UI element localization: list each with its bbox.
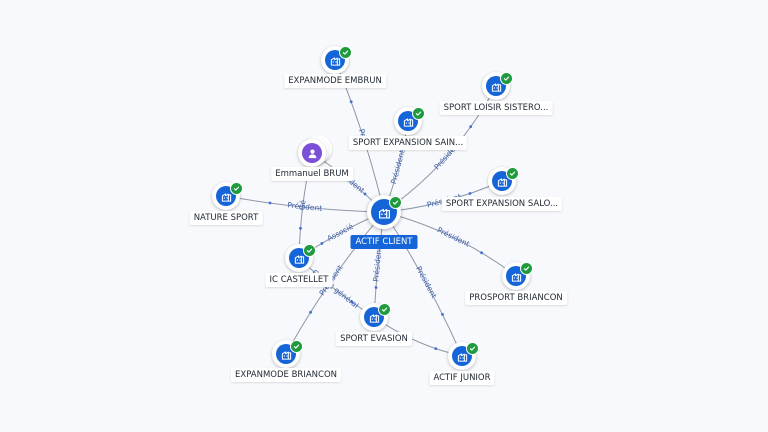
node-label[interactable]: SPORT EXPANSION SAIN... xyxy=(348,136,468,150)
building-icon xyxy=(457,352,467,362)
node-label[interactable]: SPORT EVASION xyxy=(336,332,412,346)
verified-badge xyxy=(506,167,519,180)
edge-label: Président xyxy=(389,149,407,185)
edge-actif-prosport xyxy=(383,211,517,277)
edge-arrow xyxy=(309,310,312,314)
edge-label: Président xyxy=(414,265,439,300)
node-label[interactable]: SPORT LOISIR SISTERO... xyxy=(439,101,553,115)
node-label[interactable]: PROSPORT BRIANCON xyxy=(465,291,567,305)
verified-badge xyxy=(303,244,316,257)
building-icon xyxy=(330,56,340,66)
edge-arrow xyxy=(480,251,483,255)
building-icon xyxy=(497,177,507,187)
edge-arrow xyxy=(299,226,302,230)
building-icon xyxy=(378,208,390,219)
edge-arrow xyxy=(441,313,444,316)
building-icon xyxy=(491,82,501,92)
checkmark-icon xyxy=(523,266,530,271)
verified-badge xyxy=(412,107,425,120)
node-label[interactable]: ACTIF JUNIOR xyxy=(429,371,495,385)
building-icon xyxy=(511,272,521,282)
checkmark-icon xyxy=(415,111,422,116)
person-icon xyxy=(308,149,316,158)
checkmark-icon xyxy=(342,50,349,55)
checkmark-icon xyxy=(293,344,300,349)
building-icon xyxy=(369,313,379,323)
verified-badge xyxy=(339,46,352,59)
verified-badge xyxy=(378,303,391,316)
edge-label: Président xyxy=(436,225,471,248)
edge-actif-junior xyxy=(383,211,463,357)
person-node-icon[interactable] xyxy=(298,139,326,167)
edge-label: Président xyxy=(287,200,323,212)
node-label[interactable]: Emmanuel BRUM xyxy=(271,167,353,181)
edge-label: Président xyxy=(371,246,383,282)
checkmark-icon xyxy=(469,346,476,351)
edge-arrow xyxy=(468,192,472,195)
verified-badge xyxy=(230,182,243,195)
verified-badge xyxy=(290,340,303,353)
verified-badge xyxy=(466,342,479,355)
edge-arrow xyxy=(268,201,272,205)
node-label[interactable]: IC CASTELLET xyxy=(265,273,333,287)
building-icon xyxy=(281,350,291,360)
verified-badge xyxy=(389,196,402,209)
center-node-label[interactable]: ACTIF CLIENT xyxy=(350,235,418,249)
checkmark-icon xyxy=(306,248,313,253)
node-label[interactable]: EXPANMODE BRIANCON xyxy=(231,368,341,382)
checkmark-icon xyxy=(392,200,399,205)
building-icon xyxy=(403,117,413,127)
edge-arrow xyxy=(349,100,353,104)
node-label[interactable]: EXPANMODE EMBRUN xyxy=(284,74,386,88)
edge-arrow xyxy=(350,300,354,304)
edge-arrow xyxy=(320,242,324,245)
verified-badge xyxy=(520,262,533,275)
checkmark-icon xyxy=(509,171,516,176)
node-label[interactable]: NATURE SPORT xyxy=(189,211,263,225)
node-label[interactable]: SPORT EXPANSION SALO... xyxy=(441,197,563,211)
checkmark-icon xyxy=(503,76,510,81)
checkmark-icon xyxy=(381,307,388,312)
edge-arrow xyxy=(469,125,473,129)
edge-arrow xyxy=(374,286,378,289)
building-icon xyxy=(221,192,231,202)
edge-label: Gé xyxy=(297,199,307,211)
edge-arrow xyxy=(363,192,367,196)
edge-actif-nature xyxy=(225,195,385,213)
verified-badge xyxy=(500,72,513,85)
building-icon xyxy=(294,254,304,264)
edge-arrow xyxy=(434,347,438,350)
checkmark-icon xyxy=(233,186,240,191)
